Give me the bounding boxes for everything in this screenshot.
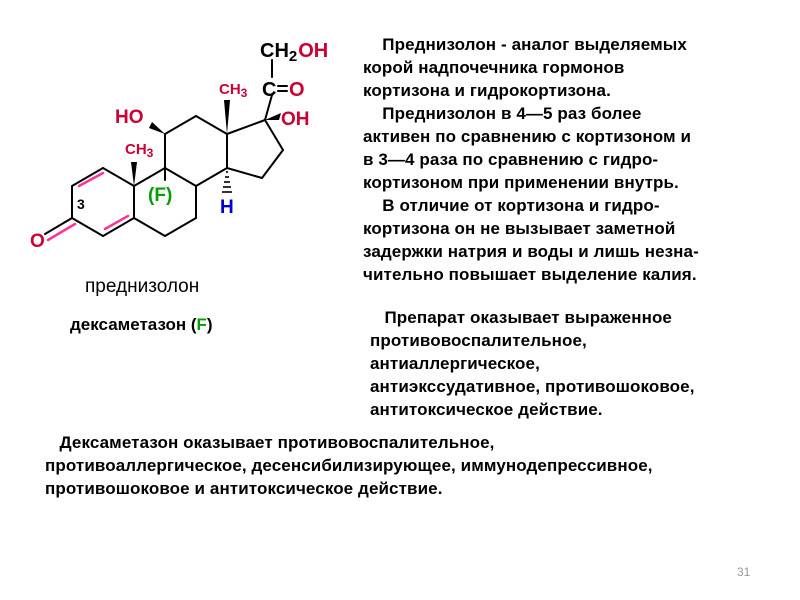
h14-label: H	[220, 197, 234, 218]
carbonyl-o-label: O	[289, 79, 305, 101]
ho11-label: HO	[115, 107, 144, 128]
dexamethasone-name: дексаметазон (F)	[70, 315, 213, 335]
page-number: 31	[737, 565, 751, 579]
wedge-c13-methyl	[224, 100, 230, 134]
ring-b	[133, 167, 197, 237]
prednisolone-description: Преднизолон - аналог выделяемых корой на…	[363, 35, 699, 284]
wedge-c17-oh	[265, 113, 281, 120]
ring-c	[164, 115, 228, 187]
oh17-label: OH	[281, 109, 310, 130]
o3-label: O	[30, 231, 45, 252]
hash-c14-h	[222, 171, 232, 193]
ring-d	[226, 119, 284, 179]
dexamethasone-name-prefix: дексаметазон (	[70, 315, 197, 334]
carbonyl-c-label: C	[262, 79, 276, 101]
dexamethasone-description: Дексаметазон оказывает противовоспалител…	[45, 433, 653, 498]
position-3-label: 3	[77, 196, 85, 212]
substituent-bonds	[131, 59, 288, 193]
ch2oh-label: CH2OH	[260, 40, 328, 65]
fluorine-9-label: (F)	[148, 185, 172, 206]
double-bond-c4-c5	[103, 214, 130, 231]
c13-methyl-label: CH3	[219, 81, 248, 100]
structure-labels: CH2OH CH3 C O OH HO CH3 (F) H 3 O	[30, 40, 328, 252]
c10-methyl-label: CH3	[125, 141, 154, 160]
prednisolone-effects: Препарат оказывает выраженное противовос…	[370, 308, 695, 419]
ring-a	[44, 167, 135, 242]
wedge-c11-ho	[149, 122, 165, 134]
dexamethasone-name-f: F	[196, 315, 207, 334]
prednisolone-name: преднизолон	[85, 276, 200, 297]
double-bond-c3-o	[46, 222, 77, 242]
dexamethasone-name-suffix: )	[206, 315, 213, 334]
double-bond-c1-c2	[77, 171, 105, 188]
wedge-c10-methyl	[131, 162, 137, 186]
